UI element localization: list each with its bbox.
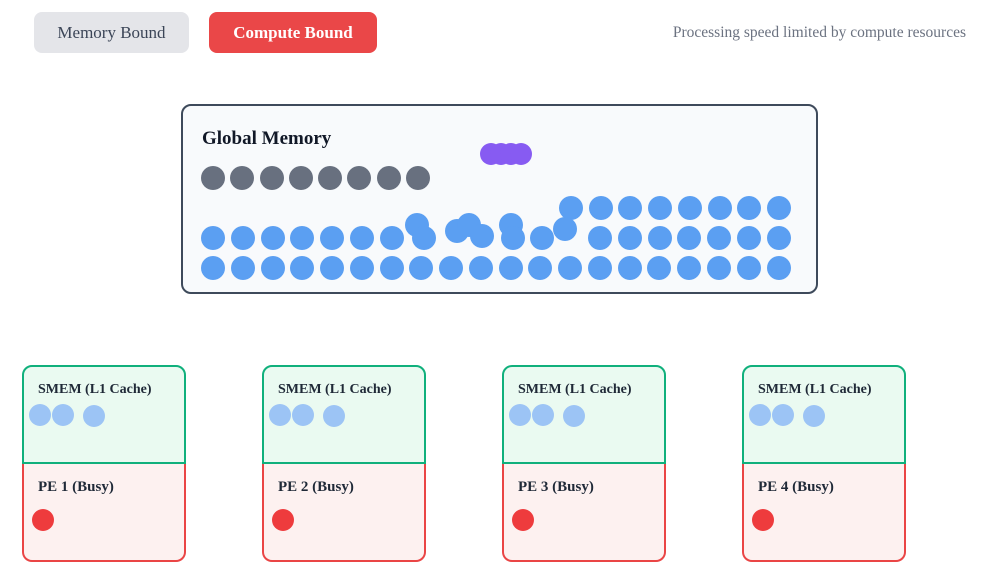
busy-dot (512, 509, 534, 531)
consumed-dot (201, 166, 225, 190)
compute-bound-button[interactable]: Compute Bound (209, 12, 377, 53)
busy-dot (752, 509, 774, 531)
card-dots-layer (262, 365, 426, 562)
data-dot (589, 196, 613, 220)
pe-card: SMEM (L1 Cache) PE 3 (Busy) (502, 365, 666, 562)
data-dot (380, 256, 404, 280)
cached-dot (269, 404, 291, 426)
data-dot (470, 224, 494, 248)
data-dot (380, 226, 404, 250)
data-dot (499, 256, 523, 280)
data-dot (290, 256, 314, 280)
pe-label: PE 4 (Busy) (758, 479, 834, 495)
data-dot (737, 196, 761, 220)
data-dot (530, 226, 554, 250)
global-memory-panel: Global Memory (181, 104, 818, 294)
data-dot (350, 226, 374, 250)
data-dot (707, 226, 731, 250)
pe-card: SMEM (L1 Cache) PE 4 (Busy) (742, 365, 906, 562)
data-dot (290, 226, 314, 250)
cached-dot (29, 404, 51, 426)
data-dot (231, 256, 255, 280)
consumed-dot (230, 166, 254, 190)
pe-label: PE 1 (Busy) (38, 479, 114, 495)
consumed-dot (318, 166, 342, 190)
busy-dot (272, 509, 294, 531)
consumed-dot (289, 166, 313, 190)
data-dot (261, 226, 285, 250)
data-dot (261, 256, 285, 280)
smem-label: SMEM (L1 Cache) (38, 382, 152, 397)
cached-dot (532, 404, 554, 426)
card-dots-layer (22, 365, 186, 562)
data-dot (320, 256, 344, 280)
pe-label: PE 2 (Busy) (278, 479, 354, 495)
pe-card: SMEM (L1 Cache) PE 1 (Busy) (22, 365, 186, 562)
memory-bound-button[interactable]: Memory Bound (34, 12, 189, 53)
cached-dot (292, 404, 314, 426)
cached-dot (52, 404, 74, 426)
data-dot (501, 226, 525, 250)
smem-label: SMEM (L1 Cache) (518, 382, 632, 397)
data-dot (469, 256, 493, 280)
data-dot (231, 226, 255, 250)
data-dot (708, 196, 732, 220)
cached-dot (772, 404, 794, 426)
data-dot (678, 196, 702, 220)
consumed-dot (406, 166, 430, 190)
cached-dot (749, 404, 771, 426)
cached-dot (323, 405, 345, 427)
smem-label: SMEM (L1 Cache) (758, 382, 872, 397)
card-dots-layer (742, 365, 906, 562)
data-dot (618, 226, 642, 250)
data-dot (737, 226, 761, 250)
cached-dot (83, 405, 105, 427)
data-dot (648, 226, 672, 250)
data-dot (320, 226, 344, 250)
data-dot (618, 256, 642, 280)
data-dot (737, 256, 761, 280)
data-dot (707, 256, 731, 280)
data-dot (677, 226, 701, 250)
data-dot (559, 196, 583, 220)
data-dot (647, 256, 671, 280)
consumed-dot (260, 166, 284, 190)
pe-label: PE 3 (Busy) (518, 479, 594, 495)
data-dot (439, 256, 463, 280)
pe-card: SMEM (L1 Cache) PE 2 (Busy) (262, 365, 426, 562)
data-dot (588, 256, 612, 280)
data-dot (553, 217, 577, 241)
cached-dot (803, 405, 825, 427)
smem-label: SMEM (L1 Cache) (278, 382, 392, 397)
consumed-dot (377, 166, 401, 190)
data-dot (767, 256, 791, 280)
smem-cache-section: SMEM (L1 Cache) (262, 365, 426, 464)
data-dot (409, 256, 433, 280)
card-dots-layer (502, 365, 666, 562)
data-dot (677, 256, 701, 280)
consumed-dot (347, 166, 371, 190)
data-dot (201, 226, 225, 250)
memory-dots-layer (183, 106, 816, 292)
data-dot (350, 256, 374, 280)
cached-dot (563, 405, 585, 427)
data-dot (528, 256, 552, 280)
data-dot (558, 256, 582, 280)
data-dot (588, 226, 612, 250)
data-dot (767, 196, 791, 220)
data-dot (412, 226, 436, 250)
cached-dot (509, 404, 531, 426)
global-memory-title: Global Memory (202, 128, 332, 149)
transfer-cluster-dot (510, 143, 532, 165)
data-dot (618, 196, 642, 220)
data-dot (767, 226, 791, 250)
data-dot (201, 256, 225, 280)
busy-dot (32, 509, 54, 531)
status-text: Processing speed limited by compute reso… (672, 24, 966, 41)
data-dot (648, 196, 672, 220)
